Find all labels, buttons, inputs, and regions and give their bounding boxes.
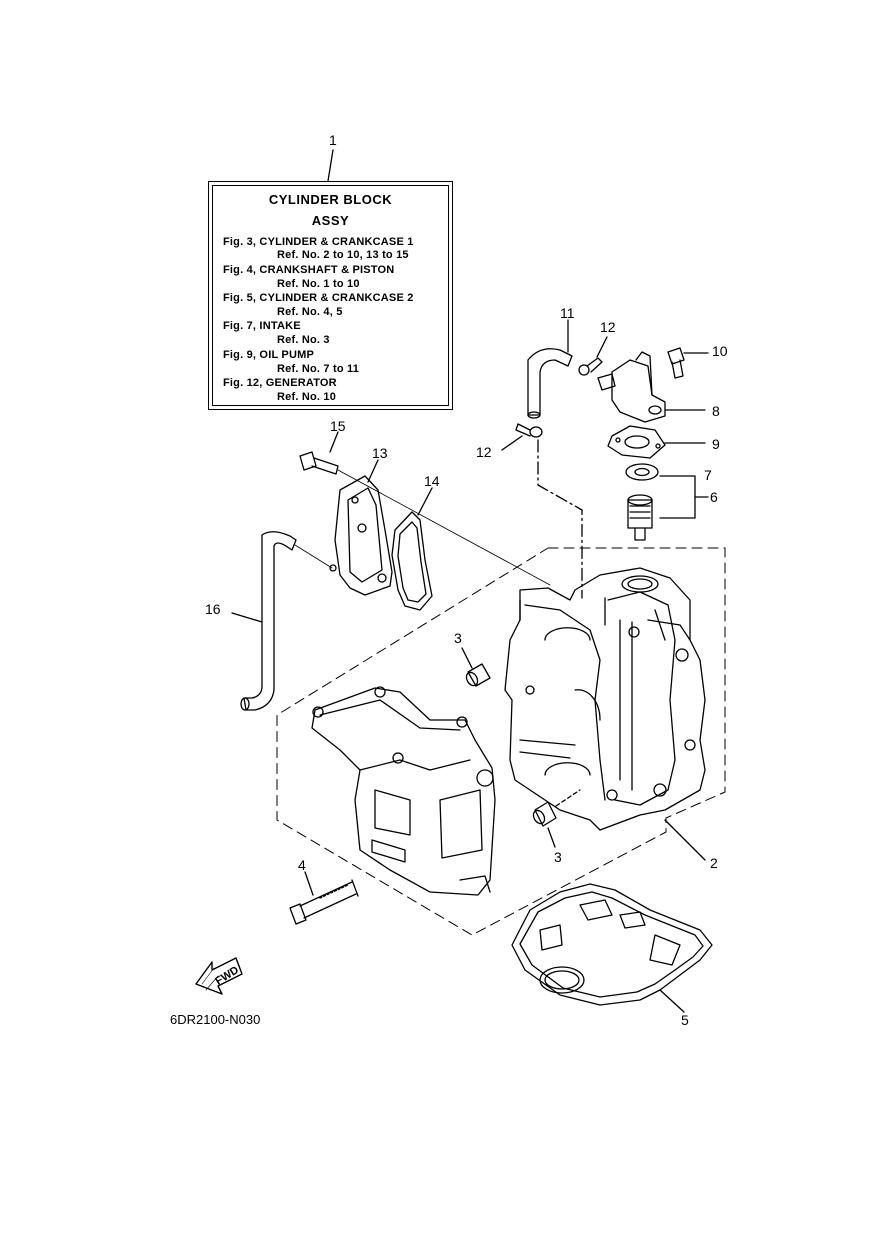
seal-ring-part (625, 463, 659, 481)
callout-12-lower: 12 (476, 444, 492, 460)
callout-9: 9 (712, 436, 720, 452)
diagram-code: 6DR2100-N030 (170, 1012, 261, 1027)
ref-entry-2: Ref. No. 1 to 10 (277, 278, 360, 290)
fig-entry-1: Fig. 3, CYLINDER & CRANKCASE 1 (223, 236, 414, 248)
cover-gasket-part (607, 425, 706, 459)
callout-14: 14 (424, 473, 440, 489)
fig-entry-5: Fig. 9, OIL PUMP (223, 349, 315, 361)
callout-10: 10 (712, 343, 728, 359)
fig-entry-2: Fig. 4, CRANKSHAFT & PISTON (223, 264, 395, 276)
ref-entry-5: Ref. No. 7 to 11 (277, 363, 360, 375)
ref-entry-4: Ref. No. 3 (277, 334, 330, 346)
gasket-part (511, 883, 713, 1013)
callout-2: 2 (710, 855, 718, 871)
assembly-dashed-outline (276, 547, 726, 936)
callout-7: 7 (704, 467, 712, 483)
fig-entry-4: Fig. 7, INTAKE (223, 320, 301, 332)
hose-clip-lower-part (501, 423, 583, 599)
callout-15: 15 (330, 418, 346, 434)
fwd-arrow-icon (195, 957, 243, 995)
box-title-line2: ASSY (311, 213, 350, 228)
cover-plate-bolt-part (299, 431, 551, 586)
reference-box: CYLINDER BLOCK ASSY Fig. 3, CYLINDER & C… (208, 181, 453, 410)
dowel-pin-upper-part (461, 647, 491, 687)
fig-entry-3: Fig. 5, CYLINDER & CRANKCASE 2 (223, 292, 414, 304)
callout-1: 1 (329, 132, 337, 148)
box-title-line1: CYLINDER BLOCK (268, 192, 393, 207)
dowel-pin-lower-part (532, 789, 581, 848)
hose-clip-upper-part (578, 336, 608, 376)
callout-6: 6 (710, 489, 718, 505)
thermostat-cover-part (597, 351, 706, 423)
callout-11: 11 (560, 305, 575, 321)
callout-12-upper: 12 (600, 319, 616, 335)
ref-entry-6: Ref. No. 10 (277, 391, 337, 403)
callout-3-lower: 3 (554, 849, 562, 865)
callout-13: 13 (372, 445, 388, 461)
cover-bolt-part (667, 347, 709, 379)
crankcase-part (311, 686, 496, 896)
callout-8: 8 (712, 403, 720, 419)
ref-entry-3: Ref. No. 4, 5 (277, 306, 343, 318)
callout-4: 4 (298, 857, 306, 873)
water-hose-part (527, 319, 573, 419)
leader-2 (664, 819, 706, 861)
callout-16: 16 (205, 601, 221, 617)
cover-plate-part (334, 459, 393, 596)
fig-entry-6: Fig. 12, GENERATOR (223, 377, 337, 389)
crankcase-bolt-part (289, 871, 359, 925)
long-hose-part (231, 531, 337, 711)
callout-3-upper: 3 (454, 630, 462, 646)
cylinder-block-part (504, 567, 706, 831)
ref-entry-1: Ref. No. 2 to 10, 13 to 15 (277, 249, 409, 261)
reference-box-inner: CYLINDER BLOCK ASSY Fig. 3, CYLINDER & C… (212, 185, 449, 406)
leader-1 (327, 149, 334, 182)
cover-plate-gasket-part (391, 487, 433, 611)
thermostat-part (627, 475, 709, 541)
callout-5: 5 (681, 1012, 689, 1028)
